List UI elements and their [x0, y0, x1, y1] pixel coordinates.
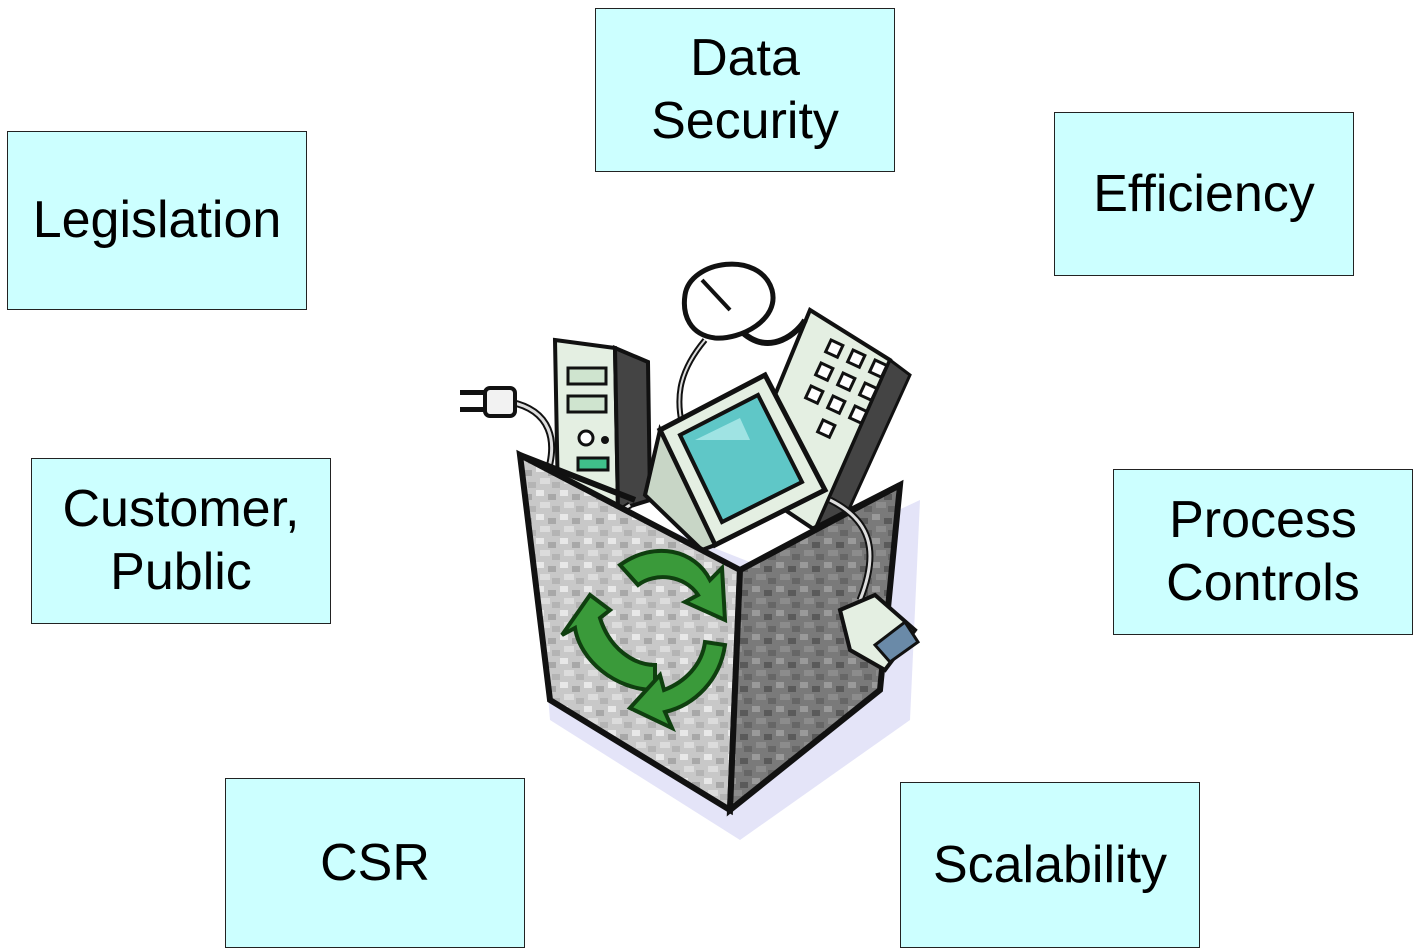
monitor-icon	[642, 371, 829, 553]
legislation-box: Legislation	[7, 131, 307, 310]
mouse-icon	[676, 261, 808, 452]
scalability-label: Scalability	[932, 835, 1168, 894]
customer-public-label: Customer, Public	[62, 480, 300, 601]
connector-icon	[828, 496, 921, 673]
customer-public-box: Customer, Public	[31, 458, 331, 624]
csr-box: CSR	[225, 778, 525, 948]
data-security-box: Data Security	[595, 8, 895, 172]
data-security-label: Data Security	[651, 29, 839, 150]
efficiency-box: Efficiency	[1054, 112, 1354, 276]
process-controls-label: Process Controls	[1166, 491, 1360, 612]
recycle-arrows-icon	[560, 548, 728, 733]
efficiency-label: Efficiency	[1093, 164, 1315, 223]
process-controls-box: Process Controls	[1113, 469, 1413, 635]
computer-tower-icon	[552, 337, 653, 513]
legislation-label: Legislation	[32, 191, 282, 249]
recycle-bin-icon	[460, 261, 921, 840]
csr-label: CSR	[320, 833, 430, 892]
